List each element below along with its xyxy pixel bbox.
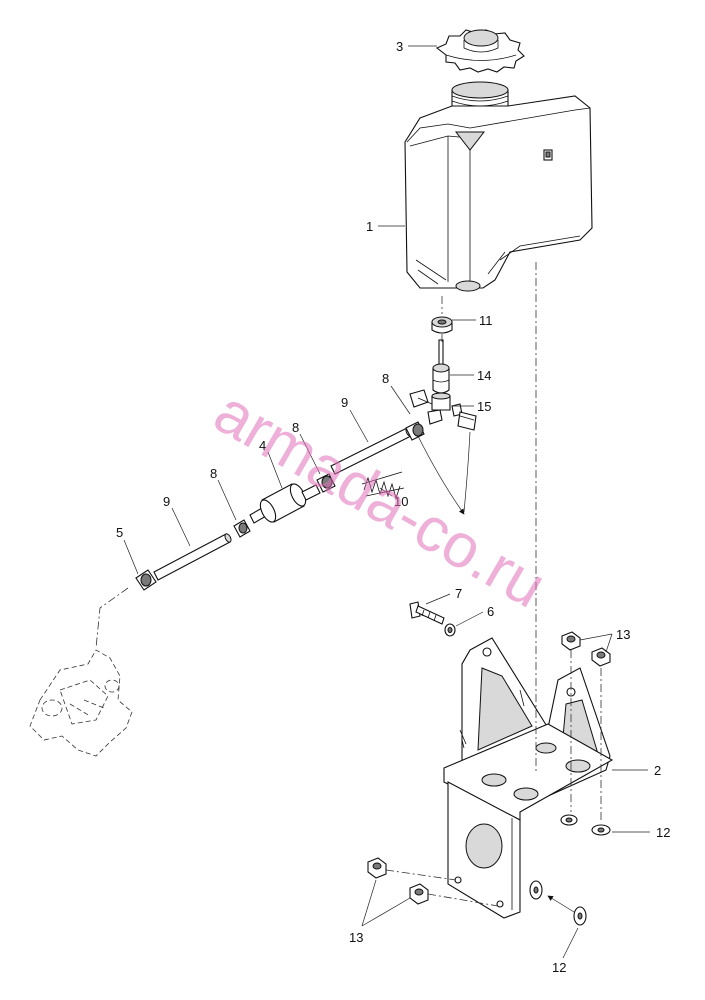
nut-top-2 [591,647,611,667]
callout-grommet: 11 [479,313,493,328]
washer-bottom-1 [529,880,543,900]
washer-top-2 [591,824,611,836]
hose-clamp-upper [405,421,425,441]
fuel-hose-lower [153,533,232,581]
tee-fitting [409,389,477,431]
hose-clamp-lower [233,519,251,538]
carburetor-outline [29,649,133,757]
callout-washer-bottom: 12 [552,960,566,975]
washer-bottom-2 [573,906,587,926]
callout-valve: 14 [477,368,491,383]
small-washer [444,623,456,637]
nut-bottom-1 [367,857,387,879]
callout-nut-top: 13 [616,627,630,642]
callout-clamp-middle: 8 [292,420,299,435]
fuel-cap [435,29,525,73]
callout-cap: 3 [396,39,403,54]
callout-tee: 15 [477,399,491,414]
shutoff-valve [432,339,450,394]
leader-lines [123,45,650,959]
assembly-lines [95,262,602,913]
fuel-tank [404,81,593,292]
hose-clamp-middle [316,473,336,493]
callout-clamp-upper: 8 [382,371,389,386]
callout-hose-upper: 9 [341,395,348,410]
callout-small-washer: 6 [487,604,494,619]
hose-clamp-end [135,569,157,591]
bolt [409,601,445,625]
callout-clamp-end: 5 [116,525,123,540]
callout-bolt: 7 [455,586,462,601]
grommet [431,316,453,334]
nut-top-1 [561,631,581,651]
callout-bracket: 2 [654,763,661,778]
callout-spring: 10 [394,494,408,509]
callout-washer-top: 12 [656,825,670,840]
tank-bracket [443,637,614,919]
callout-hose-lower: 9 [163,494,170,509]
washer-top-1 [560,814,578,826]
callout-clamp-lower: 8 [210,466,217,481]
fuel-filter [249,483,321,524]
callout-nut-bottom: 13 [349,930,363,945]
spring [361,471,405,500]
callout-tank: 1 [366,219,373,234]
callout-filter: 4 [259,438,266,453]
watermark: armada-co.ru [203,377,557,621]
nut-bottom-2 [409,883,429,905]
